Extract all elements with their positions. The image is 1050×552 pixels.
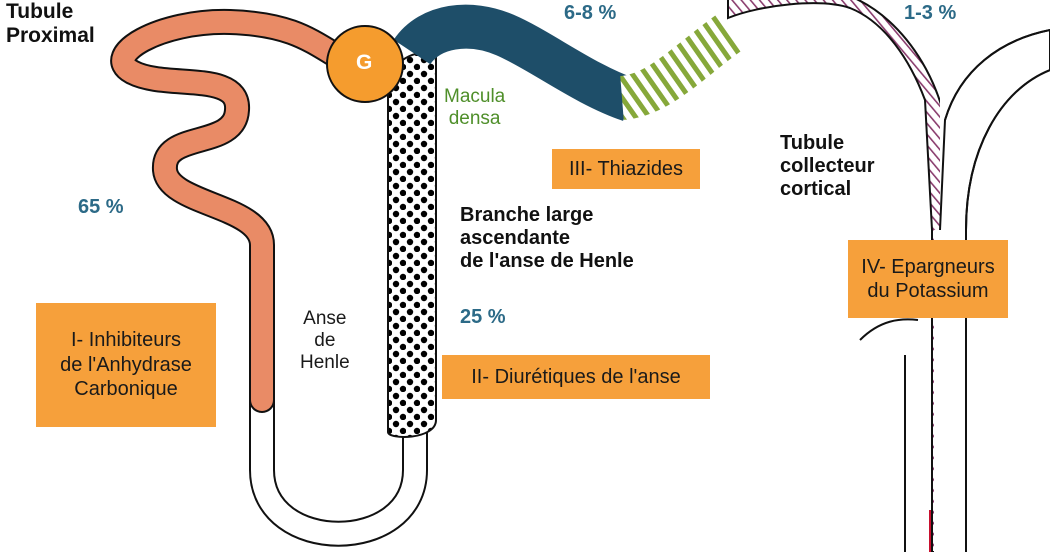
thick-ascending-limb-label: Branche large ascendante de l'anse de He… — [460, 204, 634, 272]
glomerulus — [326, 25, 404, 103]
distal-tubule — [393, 4, 638, 121]
drug-class-2-box: II- Diurétiques de l'anse — [442, 355, 710, 399]
collecting-tubule-label: Tubule collecteur cortical — [780, 132, 875, 200]
drug-class-3-box: III- Thiazides — [552, 149, 700, 189]
drug-class-4-label: IV- Epargneurs du Potassium — [861, 255, 995, 302]
drug-class-3-label: III- Thiazides — [568, 157, 684, 180]
drug-class-1-label: I- Inhibiteurs de l'Anhydrase Carbonique — [60, 329, 192, 401]
drug-class-4-box: IV- Epargneurs du Potassium — [848, 240, 1008, 318]
percent-proximal: 65 % — [78, 196, 124, 218]
percent-distal: 6-8 % — [564, 2, 617, 24]
percent-collecting: 1-3 % — [904, 2, 957, 24]
drug-class-1-box: I- Inhibiteurs de l'Anhydrase Carbonique — [36, 303, 216, 427]
loop-of-henle — [249, 377, 428, 547]
drug-class-2-label: II- Diurétiques de l'anse — [471, 365, 681, 388]
glomerulus-label: G — [356, 51, 373, 74]
proximal-tubule-label: Tubule Proximal — [6, 0, 95, 48]
loop-of-henle-label: Anse de Henle — [300, 308, 350, 373]
thick-ascending-limb — [387, 51, 437, 438]
macula-densa-label: Macula densa — [444, 86, 506, 129]
proximal-tubule-label-text: Tubule Proximal — [6, 0, 95, 48]
thiazide-segment — [618, 13, 743, 120]
proximal-tubule — [110, 8, 353, 413]
percent-thick-ascending: 25 % — [460, 306, 506, 328]
